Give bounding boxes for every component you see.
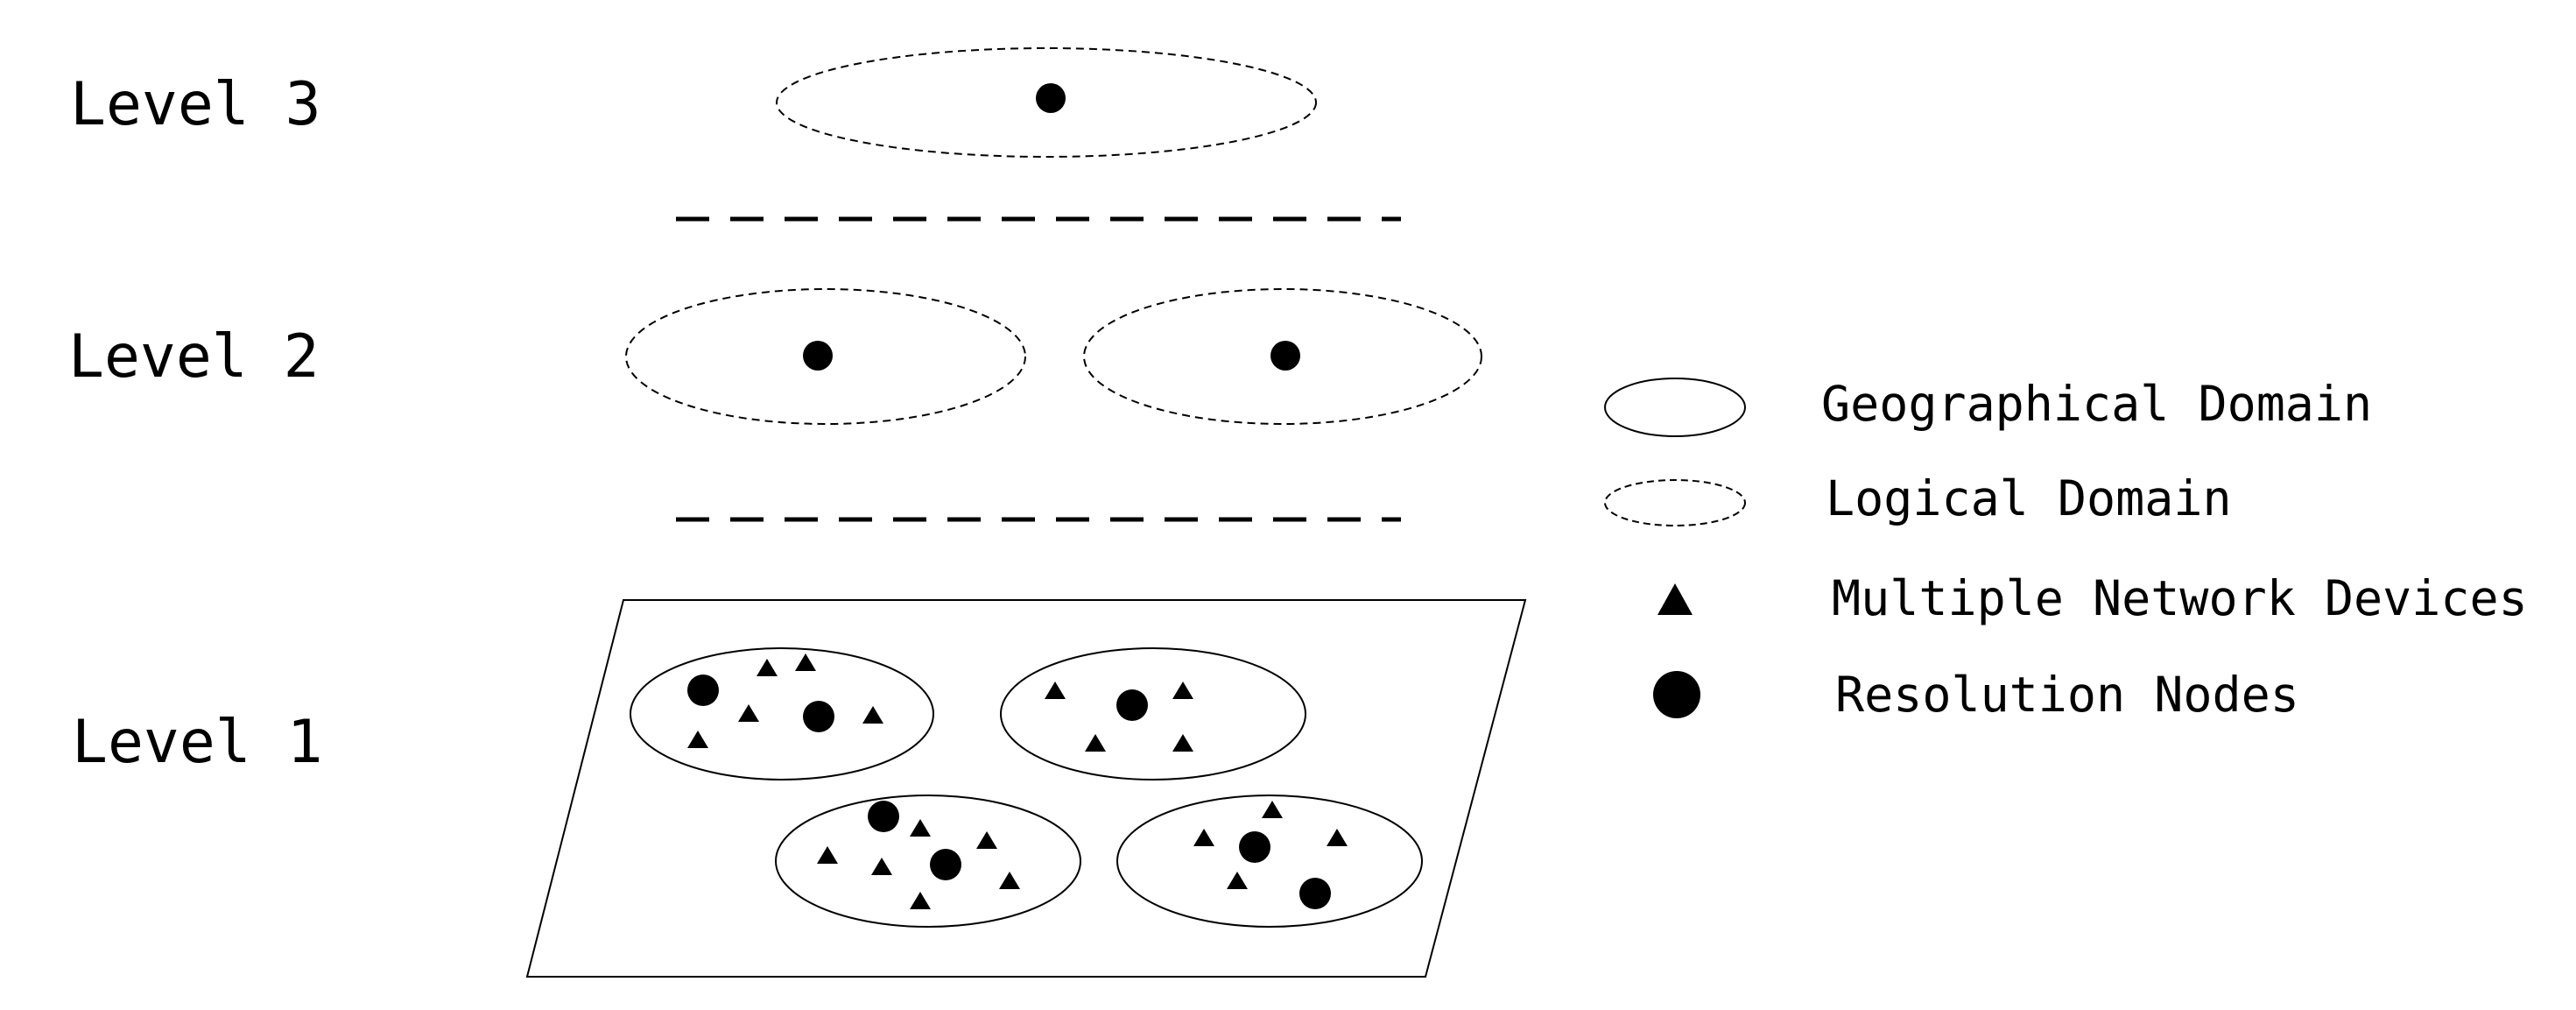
legend: Geographical Domain Logical Domain Multi… bbox=[1604, 376, 2528, 723]
legend-network-devices-label: Multiple Network Devices bbox=[1832, 570, 2528, 626]
level-3-label: Level 3 bbox=[70, 70, 321, 139]
network-device bbox=[757, 659, 778, 676]
level-3-logical-domain bbox=[776, 47, 1317, 158]
legend-geographical-domain-label: Geographical Domain bbox=[1821, 376, 2372, 432]
resolution-node bbox=[803, 701, 834, 732]
network-device bbox=[910, 892, 931, 909]
legend-resolution-nodes-label: Resolution Nodes bbox=[1835, 667, 2299, 723]
legend-logical-domain-icon bbox=[1604, 479, 1746, 526]
network-device bbox=[862, 706, 883, 724]
level-2-logical-domain-right bbox=[1083, 288, 1482, 425]
network-device bbox=[1045, 682, 1066, 699]
resolution-node bbox=[868, 801, 899, 832]
level-2-left-resolution-node bbox=[803, 341, 833, 371]
geo-domain-top-left bbox=[630, 647, 934, 780]
network-device bbox=[687, 731, 708, 748]
resolution-node bbox=[687, 675, 719, 706]
legend-resolution-node-icon bbox=[1653, 671, 1700, 718]
network-device bbox=[910, 819, 931, 837]
network-device bbox=[871, 858, 892, 875]
level-2-label: Level 2 bbox=[68, 322, 320, 392]
network-device bbox=[1172, 682, 1193, 699]
network-device bbox=[1327, 829, 1348, 846]
level-1-plane bbox=[525, 599, 1527, 978]
geo-domain-bottom-left bbox=[775, 795, 1081, 928]
network-device bbox=[738, 704, 759, 722]
network-device bbox=[1193, 829, 1214, 846]
legend-geographical-domain-icon bbox=[1604, 378, 1746, 437]
network-device bbox=[976, 831, 997, 849]
network-device bbox=[999, 872, 1020, 889]
resolution-node bbox=[1299, 878, 1331, 909]
resolution-node bbox=[1116, 689, 1148, 721]
geo-domain-top-right bbox=[1000, 647, 1306, 780]
network-device bbox=[1172, 734, 1193, 752]
network-device bbox=[795, 653, 816, 671]
network-device bbox=[1227, 872, 1248, 889]
level-2-right-resolution-node bbox=[1270, 341, 1300, 371]
resolution-node bbox=[930, 849, 961, 880]
legend-network-device-icon bbox=[1658, 583, 1693, 615]
legend-logical-domain-label: Logical Domain bbox=[1826, 470, 2232, 526]
geo-domain-bottom-right bbox=[1116, 795, 1423, 928]
level-3-resolution-node bbox=[1036, 83, 1066, 113]
resolution-node bbox=[1239, 831, 1270, 863]
level-2-logical-domain-left bbox=[625, 288, 1026, 425]
network-device bbox=[817, 846, 838, 864]
network-device bbox=[1085, 734, 1106, 752]
level-1-label: Level 1 bbox=[72, 708, 323, 777]
network-device bbox=[1262, 801, 1283, 818]
